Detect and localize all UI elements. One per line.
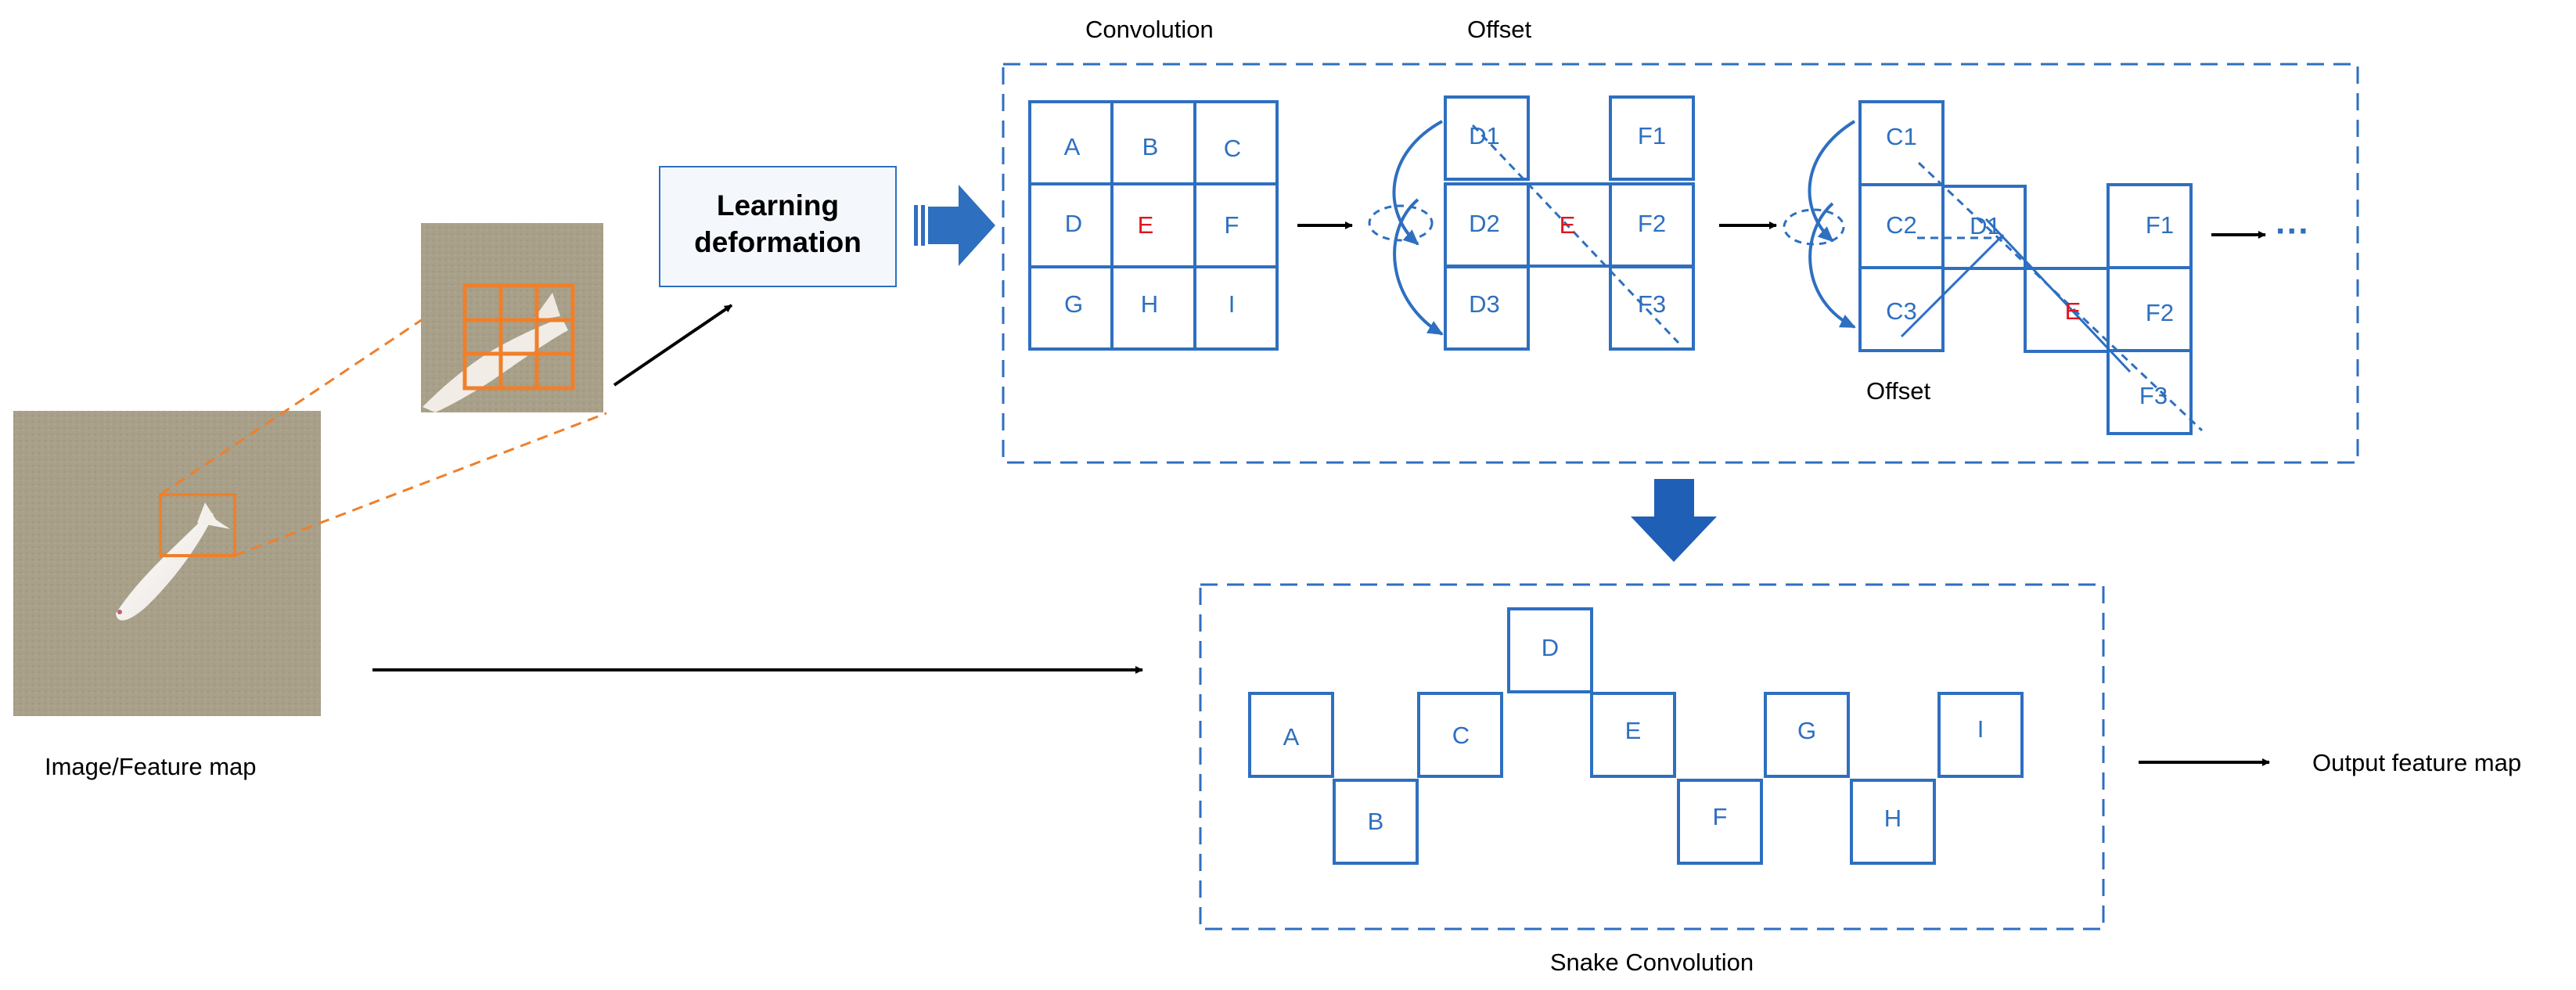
snake-cell: G [1797, 717, 1816, 744]
offset2-mid-cell: D1 [1970, 212, 2001, 239]
snake-cell: B [1368, 808, 1384, 835]
kernel-grid-orange [462, 283, 575, 391]
snake-boxes [1248, 607, 2024, 865]
learning-text-line1: Learning [717, 189, 839, 221]
offset2-center-cell: E [2065, 297, 2081, 325]
snake-cell: C [1452, 722, 1470, 749]
offset2-right-cell: F1 [2146, 211, 2174, 239]
offset1-left-cell: D1 [1469, 122, 1500, 149]
zoom-line-bottom [234, 412, 607, 557]
offset2-boxes [1858, 100, 2193, 435]
conv-grid [1028, 100, 1279, 351]
offset2-left-cell: C2 [1886, 211, 1917, 239]
zoom-line-top [160, 318, 423, 496]
conv-cell: C [1224, 135, 1241, 162]
big-arrow-right [914, 185, 995, 266]
arrow-to-learning [613, 304, 733, 387]
conv-cell: D [1065, 210, 1082, 237]
offset2-curves [1783, 120, 1856, 329]
conv-cell: F [1225, 211, 1239, 239]
learning-deformation-box: Learning deformation [659, 166, 897, 287]
conv-cell: H [1141, 290, 1158, 318]
conv-cell: B [1142, 133, 1159, 160]
offset2-left-cell: C3 [1886, 297, 1917, 325]
snake-convolution-label: Snake Convolution [1550, 949, 1754, 976]
offset2-left-cell: C1 [1886, 123, 1917, 150]
offset1-center-cell: E [1560, 211, 1576, 239]
deformation-panel [1002, 63, 2359, 464]
offset1-boxes [1444, 95, 1695, 351]
offset1-left-cell: D2 [1469, 210, 1500, 237]
offset1-curves [1368, 120, 1444, 336]
input-caption: Image/Feature map [45, 753, 257, 780]
zoomed-patch [421, 223, 603, 412]
snake-cell: E [1625, 717, 1642, 744]
big-arrow-down [1631, 479, 1717, 562]
snake-cell: D [1542, 634, 1559, 661]
ellipsis: ··· [2276, 212, 2310, 250]
offset1-labels: D1 D2 D3 E F1 F2 F3 [1469, 122, 1666, 318]
snake-cell: I [1977, 715, 1984, 743]
offset1-right-cell: F2 [1638, 210, 1666, 237]
snake-labels: A B C D E F G H I [1283, 634, 1984, 835]
offset2-labels: C1 C2 C3 D1 E F1 F2 F3 [1886, 123, 2174, 409]
offset-label-top: Offset [1467, 16, 1532, 43]
conv-cell-center: E [1138, 211, 1154, 239]
offset1-left-cell: D3 [1469, 290, 1500, 318]
snake-cell: H [1884, 805, 1901, 832]
roi-box [159, 493, 236, 557]
output-feature-map-label: Output feature map [2312, 749, 2521, 776]
offset1-right-cell: F3 [1638, 290, 1666, 318]
offset2-right-cell: F3 [2139, 382, 2168, 409]
learning-text-line2: deformation [694, 226, 862, 258]
fish-shape [116, 502, 230, 621]
snake-cell: F [1713, 803, 1728, 830]
offset1-diagonal [1471, 124, 1680, 344]
offset2-diagonals [1900, 161, 2204, 432]
convolution-label: Convolution [1085, 16, 1214, 43]
conv-cell: I [1229, 290, 1236, 318]
offset-label-mid: Offset [1866, 377, 1931, 405]
conv-cell: A [1064, 133, 1081, 160]
input-image [13, 411, 321, 716]
conv-cell: G [1064, 290, 1083, 318]
snake-cell: A [1283, 723, 1300, 751]
snake-panel [1199, 583, 2105, 931]
offset2-right-cell: F2 [2146, 299, 2174, 326]
offset1-right-cell: F1 [1638, 122, 1666, 149]
conv-grid-labels: A B C D E F G H I [1064, 133, 1242, 318]
